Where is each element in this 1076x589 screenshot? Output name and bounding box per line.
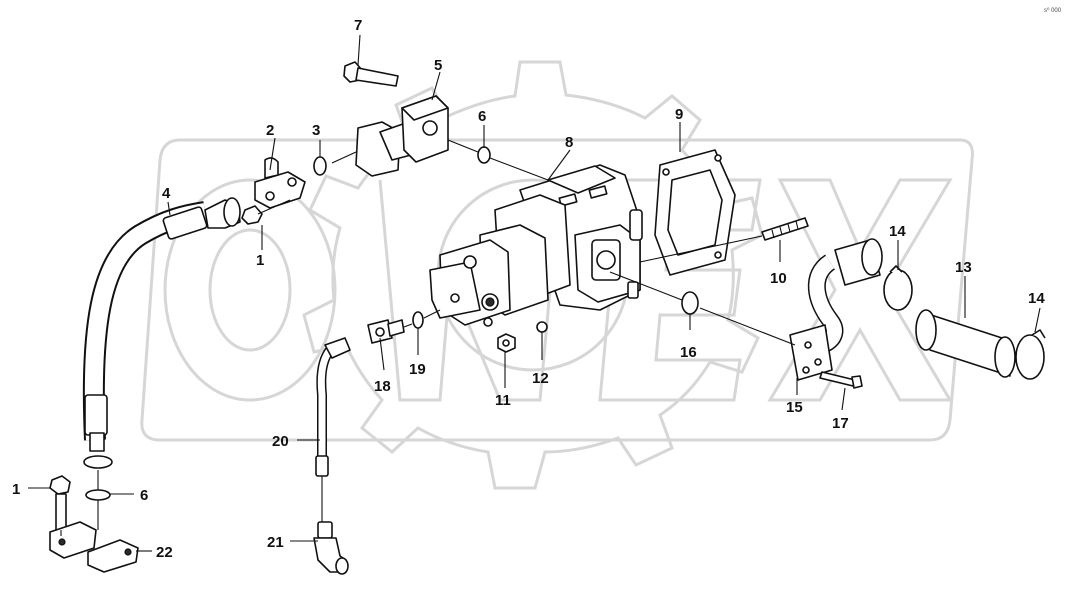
callout-7: 7 [354,17,362,34]
callout-12: 12 [532,370,549,387]
split-flange-clamp-22 [49,521,139,573]
pump-assembly-8 [429,164,643,327]
o-ring-16 [681,291,699,315]
hose-4 [82,197,241,469]
nut-11 [497,333,516,353]
callout-1-lower: 1 [12,481,20,498]
o-ring-6-lower [85,489,111,501]
flange-clamp-2 [254,157,306,209]
fitting-18 [367,319,405,344]
callout-labels: 7 5 3 2 4 1 6 8 9 10 14 13 14 16 15 17 1… [12,17,1045,561]
callout-22: 22 [156,544,173,561]
bolt-1-lower [49,475,71,531]
callout-4: 4 [162,185,171,202]
elbow-fitting-21 [313,521,349,575]
callout-10: 10 [770,270,787,287]
corner-mark: s⁰ 000 [1044,7,1062,14]
leader-lines [28,34,1041,552]
gasket-9 [654,149,736,276]
callout-20: 20 [272,433,289,450]
callout-18: 18 [374,378,391,395]
o-ring-3 [313,156,327,176]
callout-13: 13 [955,259,972,276]
callout-17: 17 [832,415,849,432]
callout-16: 16 [680,344,697,361]
o-ring-19 [412,311,424,329]
suction-tube-15 [789,238,883,381]
callout-1-upper: 1 [256,252,264,269]
bolt-17 [819,371,863,389]
callout-11: 11 [495,392,511,409]
callout-6-upper: 6 [478,108,486,125]
o-ring-6-upper [477,146,491,164]
callout-6-lower: 6 [140,487,148,504]
callout-15: 15 [786,399,803,416]
callout-8: 8 [565,134,573,151]
hose-20 [315,337,351,477]
callout-19: 19 [409,361,426,378]
callout-5: 5 [434,57,442,74]
adapter-block-5 [355,95,449,177]
callout-9: 9 [675,106,683,123]
bolt-12 [536,321,548,333]
stud-10 [761,217,809,241]
bolt-7 [343,61,399,87]
callout-14-left: 14 [889,223,906,240]
hose-13 [915,309,1016,378]
callout-2: 2 [266,122,274,139]
callout-3: 3 [312,122,320,139]
hose-clamp-14-left [883,269,913,311]
bolt-1-upper [241,199,291,225]
hose-clamp-14-right [1015,334,1045,380]
callout-14-right: 14 [1028,290,1045,307]
callout-21: 21 [267,534,284,551]
